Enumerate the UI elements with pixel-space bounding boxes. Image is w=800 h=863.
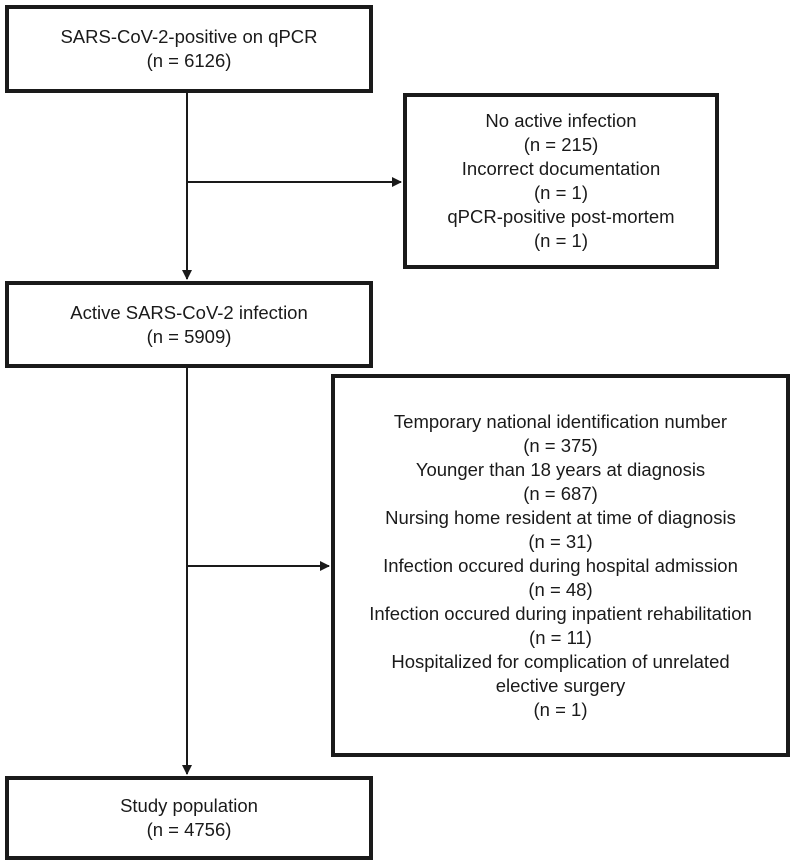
exclusion-count: (n = 1) xyxy=(534,230,588,251)
start-box: SARS-CoV-2-positive on qPCR (n = 6126) xyxy=(5,5,373,93)
exclusion-reason-continued: elective surgery xyxy=(495,674,626,696)
exclusion-count: (n = 48) xyxy=(528,578,593,600)
exclusion-reason: Infection occured during inpatient rehab… xyxy=(369,602,752,624)
exclusion-count: (n = 375) xyxy=(523,434,598,456)
exclusion-count: (n = 215) xyxy=(523,134,599,155)
start-box-count: (n = 6126) xyxy=(146,50,232,71)
start-box-label: SARS-CoV-2-positive on qPCR xyxy=(60,26,318,47)
exclusion-box-2: Temporary national identification number… xyxy=(331,374,790,757)
exclusion-reason: Incorrect documentation xyxy=(461,158,661,179)
exclusion-count: (n = 687) xyxy=(523,482,598,504)
exclusion-reason: Infection occured during hospital admiss… xyxy=(383,554,738,576)
exclusion-count: (n = 11) xyxy=(529,626,592,648)
exclusion-count: (n = 1) xyxy=(534,182,588,203)
exclusion-count: (n = 1) xyxy=(533,698,588,720)
exclusion-reason: No active infection xyxy=(485,110,637,131)
exclusion-reason: Hospitalized for complication of unrelat… xyxy=(391,650,730,672)
final-box-label: Study population xyxy=(120,795,258,816)
final-box-count: (n = 4756) xyxy=(146,819,232,840)
exclusion-reason: Younger than 18 years at diagnosis xyxy=(415,458,706,480)
exclusion-box-1: No active infection (n = 215) Incorrect … xyxy=(403,93,719,269)
exclusion-reason: Nursing home resident at time of diagnos… xyxy=(385,506,736,528)
exclusion-reason: qPCR-positive post-mortem xyxy=(447,206,675,227)
active-box-label: Active SARS-CoV-2 infection xyxy=(70,301,308,323)
exclusion-count: (n = 31) xyxy=(528,530,593,552)
study-population-box: Study population (n = 4756) xyxy=(5,776,373,860)
active-box-count: (n = 5909) xyxy=(146,325,232,347)
exclusion-reason: Temporary national identification number xyxy=(393,410,728,432)
active-infection-box: Active SARS-CoV-2 infection (n = 5909) xyxy=(5,281,373,368)
